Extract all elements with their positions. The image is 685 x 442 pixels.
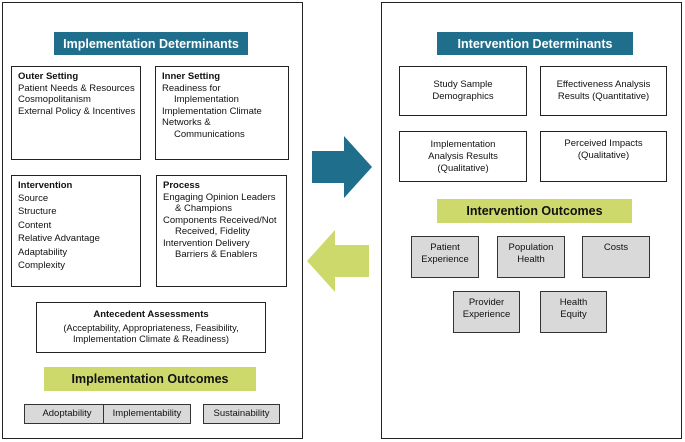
costs-line: Costs [603,242,629,253]
population-health-line: Population [508,242,554,253]
outer-setting-line: Cosmopolitanism [18,94,91,105]
effectiveness-analysis-box: Effectiveness Analysis Results (Quantita… [540,66,667,116]
intervention-line: Structure [18,206,57,217]
health-equity-box: Health Equity [540,291,607,333]
implementation-analysis-line: Analysis Results [428,150,498,162]
intervention-outcomes-header: Intervention Outcomes [437,199,632,223]
inner-setting-box: Inner Setting Readiness for Implementati… [155,66,289,160]
inner-setting-title: Inner Setting [162,71,221,82]
population-health-box: Population Health [497,236,565,278]
provider-experience-line: Experience [462,309,511,320]
population-health-line: Health [517,254,545,265]
provider-experience-box: Provider Experience [453,291,520,333]
intervention-determinants-header: Intervention Determinants [437,32,633,55]
health-equity-line: Equity [560,309,587,320]
inner-setting-line: Implementation Climate [162,105,262,117]
patient-experience-line: Experience [421,254,469,265]
intervention-line: Content [18,219,52,231]
arrow-left-icon [307,230,369,292]
implementation-outcomes-header: Implementation Outcomes [44,367,256,391]
arrow-right-shape [312,136,372,198]
outer-setting-box: Outer Setting Patient Needs & Resources … [11,66,141,160]
intervention-title: Intervention [18,180,73,191]
process-line: & Champions [175,203,233,214]
outer-setting-line: Patient Needs & Resources [18,82,135,94]
process-title: Process [163,180,200,191]
outer-setting-line: External Policy & Incentives [18,105,136,117]
effectiveness-line: Effectiveness Analysis [556,79,651,90]
sustainability-box: Sustainability [203,404,280,424]
inner-setting-line: Communications [174,128,245,140]
implementability-box: Implementability [103,404,191,424]
study-sample-line: Demographics [432,91,494,102]
arrow-right-icon [312,136,372,198]
study-sample-box: Study Sample Demographics [399,66,527,116]
process-box: Process Engaging Opinion Leaders & Champ… [156,175,287,287]
process-line: Intervention Delivery [163,237,250,249]
antecedent-line: (Acceptability, Appropriateness, Feasibi… [63,322,239,333]
perceived-impacts-line: (Qualitative) [577,150,630,161]
adoptability-box: Adoptability [24,404,110,424]
intervention-line: Source [18,192,49,204]
patient-experience-line: Patient [430,242,460,253]
outer-setting-title: Outer Setting [18,71,79,82]
process-line: Received, Fidelity [175,226,250,237]
intervention-line: Adaptability [18,246,68,258]
antecedent-title: Antecedent Assessments [93,309,209,320]
arrow-left-shape [307,230,369,292]
inner-setting-line: Networks & [162,117,211,128]
process-line: Components Received/Not [163,214,277,226]
implementation-analysis-box: Implementation Analysis Results (Qualita… [399,131,527,182]
intervention-box: Intervention Source Structure Content Re… [11,175,141,287]
intervention-line: Complexity [18,260,65,271]
perceived-impacts-box: Perceived Impacts (Qualitative) [540,131,667,182]
intervention-line: Relative Advantage [18,233,100,244]
patient-experience-box: Patient Experience [411,236,479,278]
inner-setting-line: Readiness for [162,82,221,94]
process-line: Engaging Opinion Leaders [163,191,276,203]
implementation-analysis-line: Implementation [430,138,496,150]
perceived-impacts-line: Perceived Impacts [564,138,643,149]
health-equity-line: Health [559,297,588,308]
inner-setting-line: Implementation [174,94,239,105]
antecedent-line: Implementation Climate & Readiness) [72,334,230,344]
implementation-determinants-header: Implementation Determinants [54,32,248,55]
study-sample-line: Study Sample [433,79,493,90]
provider-experience-line: Provider [468,297,505,308]
costs-box: Costs [582,236,650,278]
effectiveness-line: Results (Quantitative) [557,91,650,102]
antecedent-assessments-box: Antecedent Assessments (Acceptability, A… [36,302,266,353]
implementation-analysis-line: (Qualitative) [437,162,489,174]
process-line: Barriers & Enablers [175,249,258,260]
